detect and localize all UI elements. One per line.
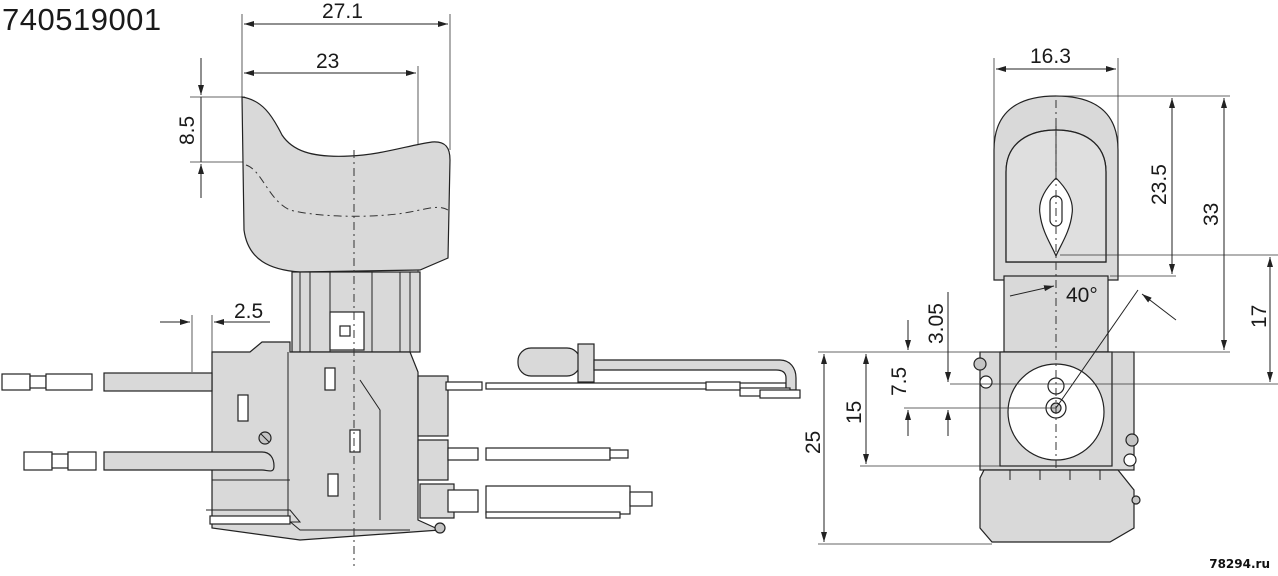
wire-connector-lower xyxy=(23,451,53,471)
dim-label-15: 15 xyxy=(843,401,866,424)
trigger xyxy=(241,96,451,273)
dim-label-27-1: 27.1 xyxy=(322,0,363,23)
dim-label-angle-40: 40° xyxy=(1066,284,1098,307)
terminal-middle xyxy=(485,447,611,461)
dim-label-8-5: 8.5 xyxy=(176,116,199,145)
led-indicator xyxy=(517,347,581,377)
dim-label-23-5: 23.5 xyxy=(1148,164,1171,205)
dim-label-2-5: 2.5 xyxy=(234,300,263,323)
switch-housing xyxy=(211,341,441,541)
watermark: 78294.ru xyxy=(1209,557,1270,571)
dim-label-17: 17 xyxy=(1248,305,1271,328)
side-view: 27.1 23 8.5 2.5 xyxy=(1,0,801,566)
dim-label-3-05: 3.05 xyxy=(925,303,948,344)
base-front xyxy=(979,469,1135,543)
wire-connector-upper xyxy=(1,373,31,391)
dim-label-23: 23 xyxy=(316,50,339,73)
front-view: 16.3 40° xyxy=(802,45,1278,545)
dim-label-25: 25 xyxy=(802,431,825,454)
wire-upper-left xyxy=(103,372,213,392)
dim-label-33: 33 xyxy=(1200,203,1223,226)
dim-label-7-5: 7.5 xyxy=(888,367,911,396)
terminal-lower xyxy=(485,485,631,515)
dim-label-16-3: 16.3 xyxy=(1030,45,1071,68)
part-number: 740519001 xyxy=(2,2,162,37)
wire-lower-left xyxy=(103,451,275,472)
